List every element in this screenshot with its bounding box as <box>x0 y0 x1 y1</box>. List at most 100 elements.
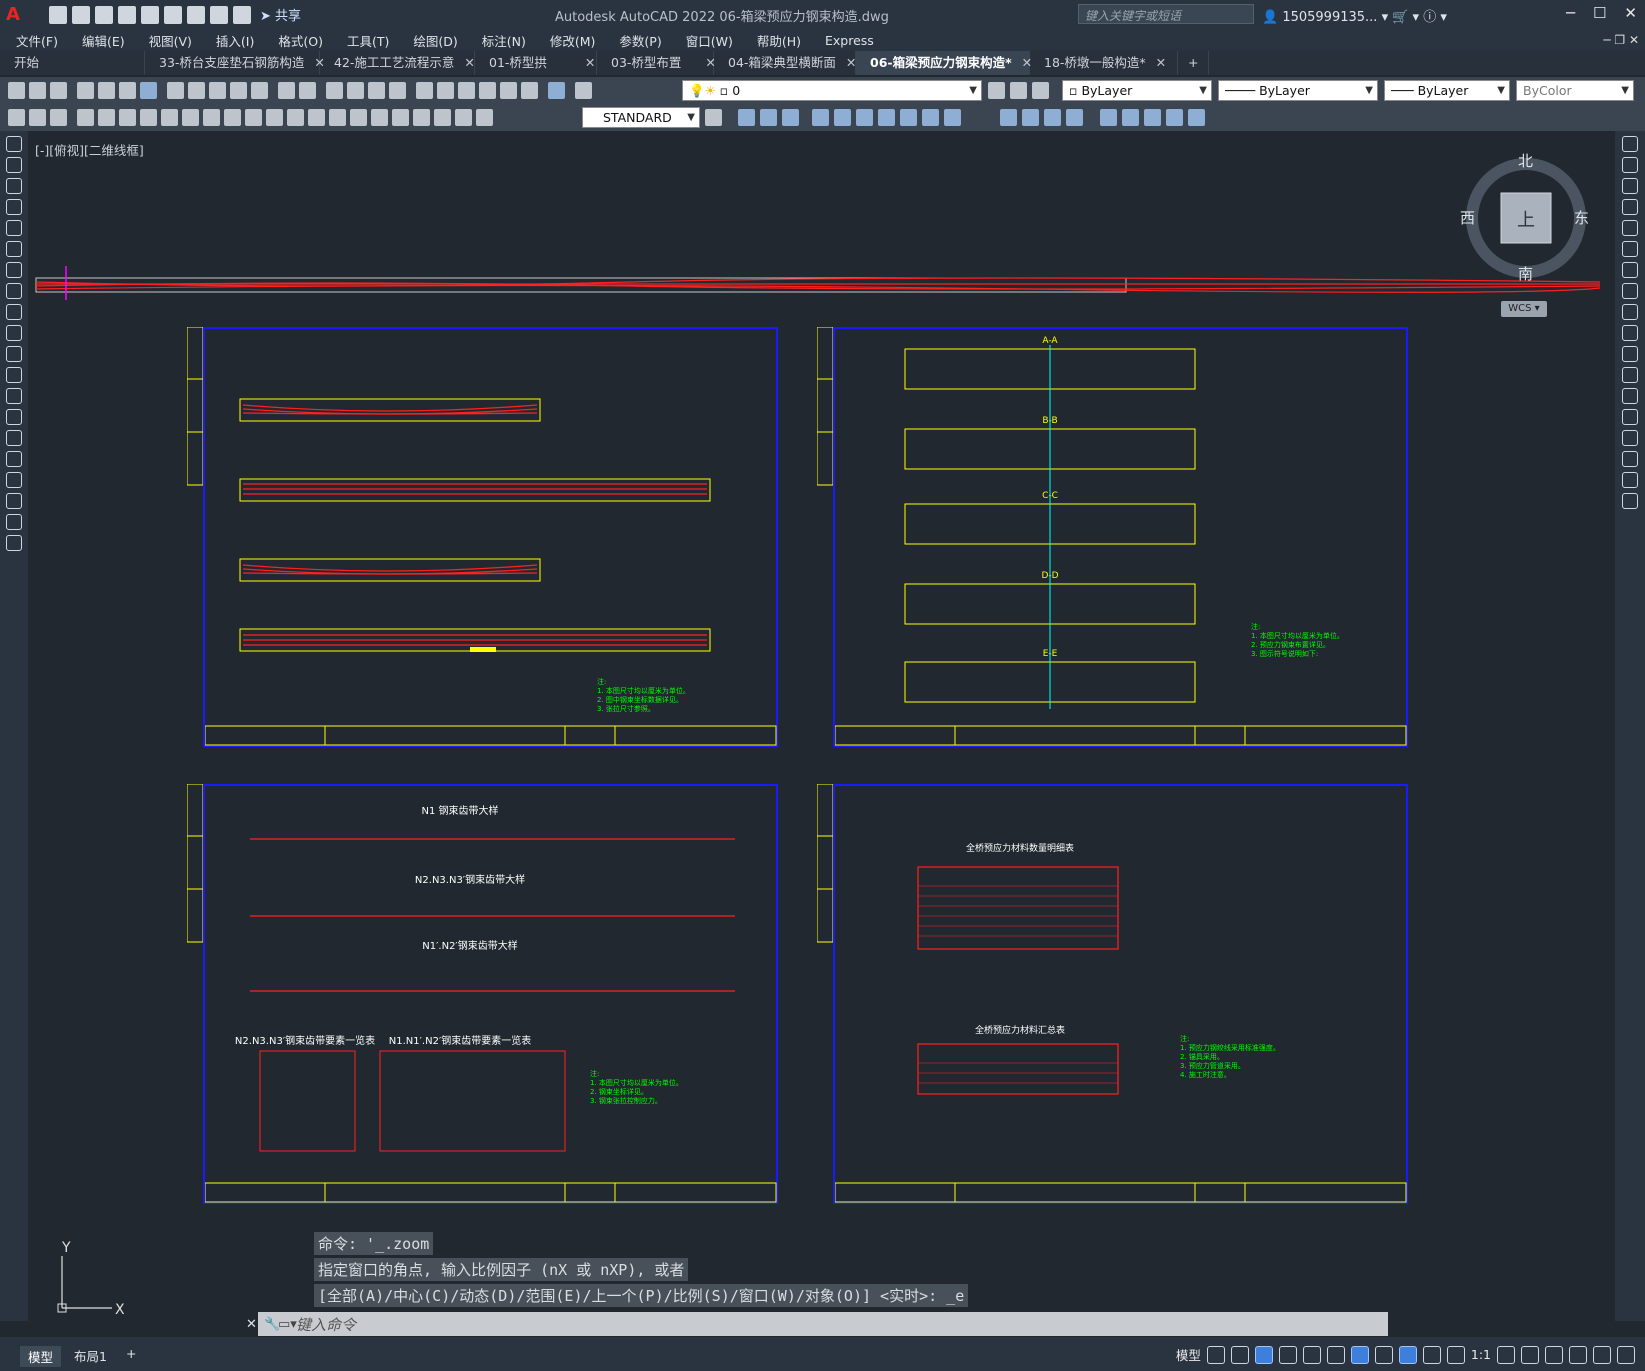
plotstyle-dropdown[interactable]: ByColor▼ <box>1516 80 1634 101</box>
save-as-icon[interactable] <box>118 5 136 24</box>
angular-icon[interactable] <box>224 109 241 126</box>
menu-file[interactable]: 文件(F) <box>16 33 58 49</box>
menu-window[interactable]: 窗口(W) <box>685 33 733 49</box>
erase-icon[interactable] <box>1622 136 1638 152</box>
command-line-input[interactable]: ✕ 🔧 ▭▾ 键入命令 <box>246 1312 1388 1336</box>
hardware-accel-icon[interactable] <box>1569 1345 1587 1364</box>
radius-icon[interactable] <box>161 109 178 126</box>
text-style-dropdown[interactable]: STANDARD▼ <box>582 107 700 128</box>
ucs-icon-1[interactable] <box>812 109 829 126</box>
menu-parametric[interactable]: 参数(P) <box>619 33 662 49</box>
qnew-icon[interactable] <box>8 82 25 99</box>
mtext-icon[interactable] <box>6 514 22 530</box>
baseline-icon[interactable] <box>266 109 283 126</box>
tab-03[interactable]: 03-桥型布置✕ <box>597 51 716 75</box>
insert-block-icon[interactable] <box>6 367 22 383</box>
move-icon[interactable] <box>1622 241 1638 257</box>
lineweight-toggle-icon[interactable] <box>1326 1345 1345 1364</box>
menu-insert[interactable]: 插入(I) <box>215 33 255 49</box>
layer-properties-icon[interactable] <box>575 82 592 99</box>
layer-state-icon[interactable] <box>1032 82 1049 99</box>
preview-icon[interactable] <box>98 82 115 99</box>
visual-style-icon-2[interactable] <box>1022 109 1039 126</box>
fillet-icon[interactable] <box>1622 451 1638 467</box>
user-account-button[interactable]: 👤 1505999135... ▾ 🛒 ▾ ⓘ ▾ <box>1262 10 1447 25</box>
selection-cycle-icon[interactable] <box>1350 1345 1369 1364</box>
ordinate-icon[interactable] <box>140 109 157 126</box>
command-close-icon[interactable]: ✕ <box>246 1316 257 1332</box>
plot-icon[interactable] <box>187 5 205 24</box>
undo-icon[interactable] <box>210 5 228 24</box>
offset-icon[interactable] <box>1622 199 1638 215</box>
mirror-icon[interactable] <box>1622 178 1638 194</box>
workspace-gear-icon[interactable] <box>1497 1345 1515 1364</box>
ellipse-arc-icon[interactable] <box>6 346 22 362</box>
menu-modify[interactable]: 修改(M) <box>549 33 596 49</box>
view-cube-icon-5[interactable] <box>1188 109 1205 126</box>
menu-view[interactable]: 视图(V) <box>148 33 192 49</box>
plot-icon[interactable] <box>77 82 94 99</box>
diameter-icon[interactable] <box>203 109 220 126</box>
inspect-icon[interactable] <box>392 109 409 126</box>
polygon-icon[interactable] <box>6 199 22 215</box>
menu-express[interactable]: Express <box>824 32 874 48</box>
visual-style-icon-3[interactable] <box>1044 109 1061 126</box>
help-icon[interactable] <box>548 82 565 99</box>
dim-style-icon[interactable] <box>705 109 722 126</box>
zoom-previous-icon[interactable] <box>389 82 406 99</box>
calculator-icon[interactable] <box>521 82 538 99</box>
auto-scale-icon[interactable] <box>1422 1345 1441 1364</box>
menu-help[interactable]: 帮助(H) <box>756 33 801 49</box>
open-file-icon[interactable] <box>72 5 90 24</box>
polyline-icon[interactable] <box>6 178 22 194</box>
dim-text-edit-icon[interactable] <box>455 109 472 126</box>
menu-tools[interactable]: 工具(T) <box>346 33 390 49</box>
array-icon[interactable] <box>1622 220 1638 236</box>
markup-icon[interactable] <box>500 82 517 99</box>
match-icon[interactable] <box>230 82 247 99</box>
visual-style-icon-4[interactable] <box>1066 109 1083 126</box>
copy-object-icon[interactable] <box>1622 157 1638 173</box>
save-icon[interactable] <box>50 82 67 99</box>
paste-icon[interactable] <box>209 82 226 99</box>
minimize-icon[interactable]: ─ <box>1565 4 1575 22</box>
save-icon[interactable] <box>95 5 113 24</box>
layout1-tab[interactable]: 布局1 <box>74 1349 107 1364</box>
chamfer-icon[interactable] <box>1622 430 1638 446</box>
spline-icon[interactable] <box>6 304 22 320</box>
zoom-realtime-icon[interactable] <box>347 82 364 99</box>
cut-icon[interactable] <box>167 82 184 99</box>
osnap-tracking-icon[interactable] <box>1302 1345 1321 1364</box>
menu-format[interactable]: 格式(O) <box>278 33 323 49</box>
table-icon[interactable] <box>6 493 22 509</box>
web-open-icon[interactable] <box>141 5 159 24</box>
gradient-icon[interactable] <box>6 451 22 467</box>
view-cube-icon-1[interactable] <box>1100 109 1117 126</box>
jog-line-icon[interactable] <box>413 109 430 126</box>
design-center-icon[interactable] <box>437 82 454 99</box>
redo-icon[interactable] <box>233 5 251 24</box>
tab-close-icon[interactable]: ✕ <box>705 55 716 70</box>
aligned-dim-icon[interactable] <box>98 109 115 126</box>
quick-dim-icon[interactable] <box>245 109 262 126</box>
center-mark-icon[interactable] <box>371 109 388 126</box>
break-icon[interactable] <box>329 109 346 126</box>
break-icon[interactable] <box>1622 388 1638 404</box>
customize-icon[interactable]: 🔧 <box>264 1316 281 1332</box>
recent-commands-icon[interactable]: ▭▾ <box>278 1316 297 1332</box>
tab-06-active[interactable]: 06-箱梁预应力钢束构造*✕ <box>856 51 1032 75</box>
space-icon[interactable] <box>308 109 325 126</box>
web-save-icon[interactable] <box>164 5 182 24</box>
plus-icon[interactable] <box>1521 1345 1539 1364</box>
arc-length-icon[interactable] <box>119 109 136 126</box>
tab-close-icon[interactable]: ✕ <box>314 55 325 70</box>
tb2-icon-3[interactable] <box>50 109 67 126</box>
copy-icon[interactable] <box>188 82 205 99</box>
isolate-objects-icon[interactable] <box>1545 1345 1563 1364</box>
ucs-icon-2[interactable] <box>834 109 851 126</box>
add-selected-icon[interactable] <box>6 535 22 551</box>
brush-icon[interactable] <box>251 82 268 99</box>
customization-menu-icon[interactable] <box>1617 1345 1635 1364</box>
sheet-set-icon[interactable] <box>479 82 496 99</box>
properties-icon[interactable] <box>416 82 433 99</box>
